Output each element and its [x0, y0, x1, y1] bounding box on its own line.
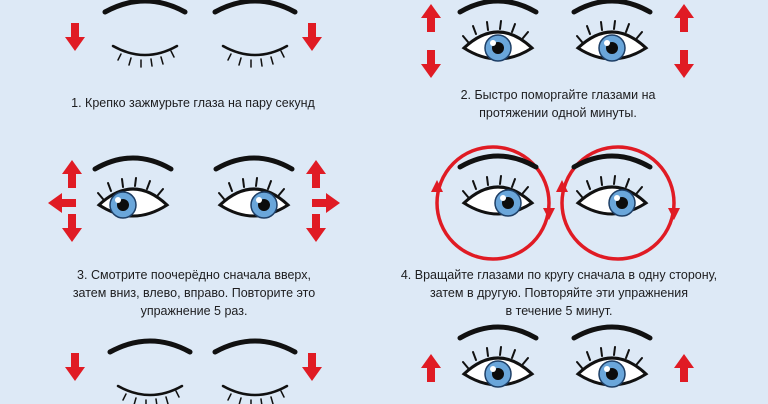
- arrow-up-icon: [674, 4, 694, 32]
- step2-illustration: [421, 1, 694, 78]
- closed-eye-icon: [105, 1, 185, 67]
- step1-illustration: [65, 1, 322, 67]
- step3-illustration: [48, 158, 340, 242]
- arrow-right-icon: [312, 193, 340, 213]
- eye-icon: [95, 158, 171, 218]
- step3-line-1: 3. Смотрите поочерёдно сначала вверх,: [77, 268, 311, 282]
- step3-caption: 3. Смотрите поочерёдно сначала вверх, за…: [45, 266, 343, 320]
- step4-line-1: 4. Вращайте глазами по кругу сначала в о…: [400, 268, 718, 282]
- arrow-down-icon: [674, 50, 694, 78]
- eye-icon: [460, 1, 536, 61]
- closed-eye-icon: [215, 341, 295, 404]
- rotation-circle-icon: [560, 145, 676, 261]
- arrow-down-icon: [62, 214, 82, 242]
- arrowhead-icon: [543, 208, 555, 220]
- step1-line-1: 1. Крепко зажмурьте глаза на пару секунд: [71, 96, 315, 110]
- arrow-down-icon: [65, 23, 85, 51]
- step2-caption: 2. Быстро поморгайте глазами на протяжен…: [418, 86, 698, 122]
- step3-line-3: упражнение 5 раз.: [140, 304, 248, 318]
- arrowhead-icon: [556, 180, 568, 192]
- arrowhead-icon: [668, 208, 680, 220]
- step4-line-2: затем в другую. Повторяйте эти упражнени…: [429, 286, 689, 300]
- arrow-up-icon: [674, 354, 694, 382]
- eye-icon: [460, 156, 536, 216]
- arrow-up-icon: [421, 354, 441, 382]
- arrow-down-icon: [302, 23, 322, 51]
- partial-row-illustration: [65, 327, 694, 404]
- rotation-circle-icon: [435, 145, 551, 261]
- step2-line-2: протяжении одной минуты.: [479, 106, 637, 120]
- eye-icon: [574, 156, 650, 216]
- eye-icon: [216, 158, 292, 218]
- eye-icon: [574, 1, 650, 61]
- arrow-up-icon: [421, 4, 441, 32]
- step4-line-3: в течение 5 минут.: [505, 304, 613, 318]
- arrow-left-icon: [48, 193, 76, 213]
- closed-eye-icon: [110, 341, 190, 404]
- arrow-down-icon: [306, 214, 326, 242]
- step2-line-1: 2. Быстро поморгайте глазами на: [460, 88, 656, 102]
- step4-illustration: [431, 145, 680, 261]
- arrowhead-icon: [431, 180, 443, 192]
- step1-caption: 1. Крепко зажмурьте глаза на пару секунд: [55, 94, 331, 112]
- arrow-down-icon: [421, 50, 441, 78]
- arrow-up-icon: [306, 160, 326, 188]
- eye-icon: [460, 327, 536, 387]
- arrow-down-icon: [302, 353, 322, 381]
- closed-eye-icon: [215, 1, 295, 67]
- arrow-down-icon: [65, 353, 85, 381]
- arrow-up-icon: [62, 160, 82, 188]
- step3-line-2: затем вниз, влево, вправо. Повторите это: [72, 286, 316, 300]
- eye-icon: [574, 327, 650, 387]
- step4-caption: 4. Вращайте глазами по кругу сначала в о…: [378, 266, 740, 320]
